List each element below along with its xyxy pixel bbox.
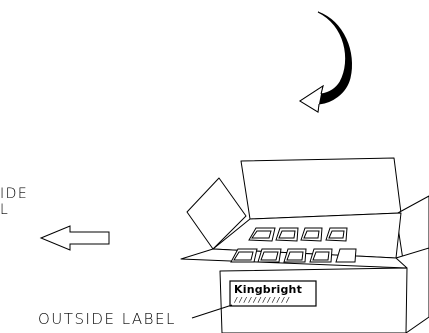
box-label-detail: //////////// bbox=[234, 296, 291, 304]
outside-label-panel bbox=[229, 280, 317, 307]
tray-row-front bbox=[230, 248, 357, 263]
inside-label-fragment-line1: IDE bbox=[0, 186, 29, 202]
outside-label-text: OUTSIDE LABEL bbox=[38, 310, 176, 328]
curved-arrow-icon bbox=[299, 11, 352, 113]
outside-label-leader bbox=[191, 304, 233, 319]
inside-label-fragment-line2: L bbox=[0, 202, 10, 218]
tray-row-back bbox=[248, 227, 348, 242]
left-arrow-icon bbox=[39, 225, 110, 251]
open-box bbox=[180, 157, 429, 333]
reel-trays bbox=[230, 227, 357, 263]
box-brand-text: Kingbright bbox=[234, 283, 303, 296]
